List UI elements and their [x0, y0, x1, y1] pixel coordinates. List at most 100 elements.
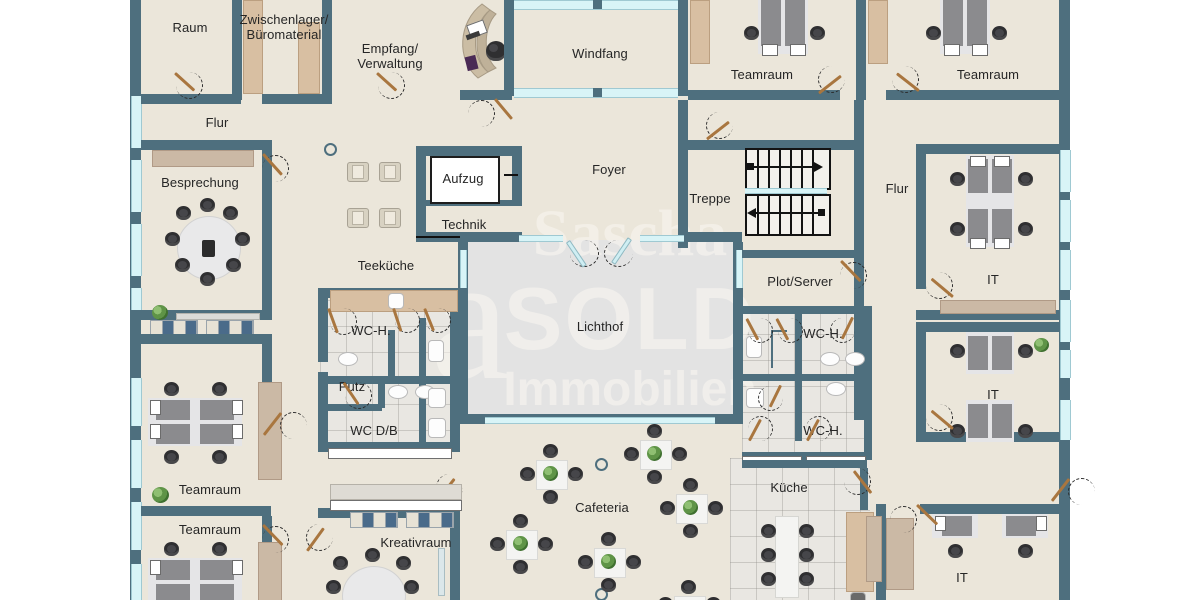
door-teamraum-w1[interactable] [262, 412, 307, 439]
window-east-1 [1060, 150, 1071, 192]
wall-windfang-west [504, 0, 514, 96]
door-wc-ost-3[interactable] [830, 316, 855, 343]
door-kreativraum[interactable] [306, 524, 333, 552]
door-plot-server[interactable] [840, 259, 867, 289]
cafeteria-chair-1c [520, 467, 535, 481]
wall-zwischenlager-south [262, 94, 332, 104]
kueche-chair-4 [799, 524, 814, 538]
door-wc-ost-5[interactable] [748, 416, 773, 442]
chair-teamraum-o2-1 [926, 26, 941, 40]
toilet-wcwest-3 [428, 418, 446, 438]
wall-lichthof-north-right [680, 232, 742, 242]
door-wc-ost-6[interactable] [806, 416, 831, 442]
cafeteria-table-6 [674, 596, 706, 600]
door-it3[interactable] [890, 503, 939, 533]
wall-treppe-west [678, 100, 688, 248]
door-treppe[interactable] [706, 112, 733, 141]
door-it1[interactable] [926, 272, 954, 299]
room-label-raum: Raum [172, 20, 208, 35]
wall-it3-north [920, 504, 1059, 514]
monitor-it1-4 [994, 238, 1010, 249]
room-label-flur-nord: Flur [205, 115, 229, 130]
wall-flur-ost-west [854, 250, 864, 420]
door-putz[interactable] [342, 382, 372, 409]
door-lichthof-north-2[interactable] [604, 237, 633, 267]
window-west-8 [131, 564, 142, 600]
door-wc-ost-4[interactable] [758, 384, 783, 411]
plant-besprechung [152, 305, 168, 320]
shelf-kreativraum [330, 484, 462, 500]
kueche-table [775, 516, 799, 598]
screen-kreativraum [438, 548, 445, 596]
cafeteria-chair-5a [601, 532, 616, 546]
door-teamraum-o2[interactable] [892, 66, 920, 93]
chair-teamraum-w1-2 [212, 382, 227, 396]
chair-kreativraum-4 [326, 580, 341, 594]
washbasin-wcost-3 [826, 382, 846, 396]
door-it2[interactable] [926, 404, 954, 431]
wall-putz-east [378, 376, 385, 408]
wall-besprechung-east [262, 140, 272, 320]
door-kueche[interactable] [844, 468, 873, 495]
door-lichthof-south-1[interactable] [470, 424, 498, 450]
baseboard-kreativraum [330, 500, 462, 511]
door-teamraum-w2[interactable] [262, 523, 289, 553]
cafeteria-plant-3 [683, 500, 698, 515]
cafeteria-chair-1a [543, 444, 558, 458]
stair-arrow-down-head [747, 208, 756, 218]
room-label-teamraum-o1: Teamraum [730, 67, 794, 82]
door-raum[interactable] [173, 72, 203, 99]
stair-flight-lower [745, 194, 831, 236]
room-label-wc-h-west: WC-H. [351, 323, 391, 338]
washbasin-wcwest-2 [388, 385, 408, 399]
kueche-chair-3 [761, 572, 776, 586]
room-label-zwischenlager-2: Büromaterial [246, 27, 322, 42]
wall-teamraum-o2-south [886, 90, 1059, 100]
stair-start-marker-lower [818, 209, 825, 216]
entrance-mullion-outer [593, 0, 602, 9]
room-label-technik: Technik [441, 217, 487, 232]
room-label-treppe: Treppe [689, 191, 731, 206]
cafeteria-plant-4 [513, 536, 528, 551]
door-zwischenlager-main[interactable] [375, 72, 405, 99]
door-wc-ost-1[interactable] [745, 318, 773, 343]
door-lichthof-north-1[interactable] [565, 240, 599, 268]
door-lichthof-south-2[interactable] [706, 424, 734, 450]
lichthof-glazing-east [736, 250, 743, 288]
monitor-teamraum-o2-2 [972, 44, 988, 56]
cafeteria-chair-4b [513, 560, 528, 574]
cafeteria-chair-4a [513, 514, 528, 528]
cafeteria-chair-2c [624, 447, 639, 461]
cafeteria-chair-2a [647, 424, 662, 438]
armchair-teekueche-1 [347, 162, 369, 182]
wall-wcost-south [742, 452, 867, 460]
monitor-it1-3 [970, 238, 986, 249]
cabinet-teamraum-o2 [868, 0, 888, 64]
door-besprechung[interactable] [262, 152, 289, 182]
wall-windfang-east [678, 0, 688, 96]
wall-raum-east [232, 0, 242, 100]
chair-kreativraum-2 [396, 556, 411, 570]
kueche-chair-5 [799, 548, 814, 562]
wall-raum-south [141, 94, 241, 104]
chair-besprechung-6 [175, 258, 190, 272]
wall-aufzug-north [416, 146, 522, 156]
chair-besprechung-1 [200, 198, 215, 212]
cafeteria-chair-4c [490, 537, 505, 551]
door-wc-h-west[interactable] [327, 308, 357, 335]
door-wc-stall-1[interactable] [392, 308, 420, 333]
door-corridor-east[interactable] [1050, 478, 1095, 505]
courtyard-surface [468, 240, 733, 420]
door-teamraum-o1[interactable] [818, 66, 845, 95]
lichthof-glazing-north-right [640, 235, 684, 242]
door-wc-ost-2[interactable] [775, 318, 803, 343]
wall-wcwest-mid-h [328, 376, 450, 384]
room-label-teamraum-w2: Teamraum [178, 522, 242, 537]
sink-kitchenette [388, 293, 404, 309]
desk-cluster-it2-bottom [966, 400, 1014, 442]
door-empfang[interactable] [468, 98, 514, 127]
entrance-mullion-inner [593, 88, 602, 97]
window-west-2 [131, 160, 142, 212]
door-wc-stall-2[interactable] [423, 308, 451, 333]
window-east-2 [1060, 200, 1071, 242]
